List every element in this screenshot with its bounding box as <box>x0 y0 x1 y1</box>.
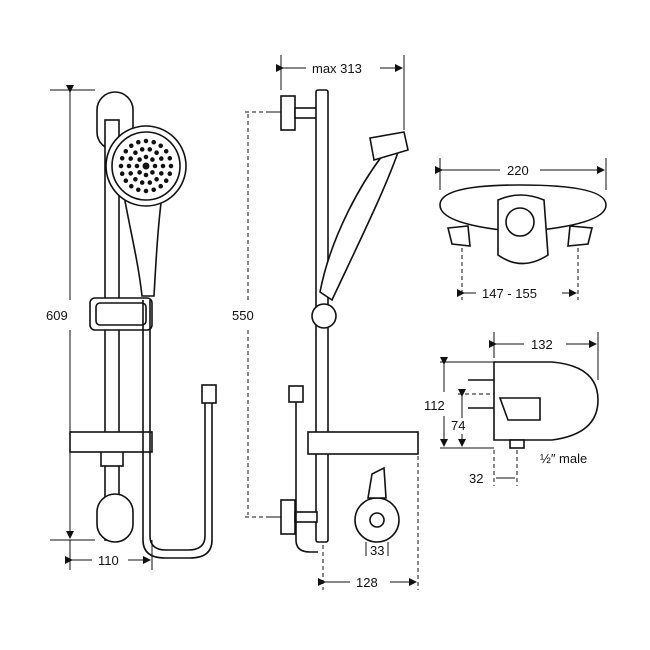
nozzle <box>119 171 125 176</box>
nozzle <box>151 139 156 145</box>
valve-inlet-right <box>567 225 594 247</box>
nozzle <box>137 170 142 175</box>
valve-inlet-left <box>446 225 471 247</box>
nozzle <box>136 139 141 145</box>
nozzle <box>152 163 158 169</box>
outlet-port <box>369 512 385 528</box>
nozzle <box>143 172 149 178</box>
dim-valve-height: 112 <box>424 357 494 449</box>
nozzle <box>129 143 134 149</box>
nozzle <box>126 163 132 169</box>
nozzle <box>139 180 145 185</box>
dim-valve-mid: 74 <box>451 389 494 447</box>
dim-valve-depth: 132 <box>489 332 599 380</box>
nozzle <box>154 177 159 182</box>
nozzle <box>154 150 159 155</box>
top-bracket-side <box>280 95 296 131</box>
valve-front-view <box>439 184 607 265</box>
nozzle <box>119 156 125 161</box>
shower-head-nozzles <box>118 138 174 194</box>
dim-74-label: 74 <box>451 418 465 433</box>
nozzle <box>159 156 164 161</box>
dim-rail-width: 110 <box>65 540 153 570</box>
nozzle <box>150 157 155 162</box>
nozzle <box>163 178 169 183</box>
nozzle <box>151 187 156 193</box>
hose-side <box>295 400 318 553</box>
hose-nut <box>201 384 217 404</box>
bottom-bracket-arm <box>294 511 318 523</box>
dim-609-label: 609 <box>46 308 68 323</box>
nozzle <box>143 188 149 194</box>
nozzle <box>143 154 149 160</box>
nozzle <box>136 187 141 193</box>
nozzle <box>158 143 163 149</box>
dim-valve-width: 220 <box>435 158 607 190</box>
dim-32-label: 32 <box>469 471 483 486</box>
slider-knob <box>311 303 337 329</box>
side-view-rail <box>268 89 419 553</box>
dim-110-label: 110 <box>98 553 119 568</box>
dim-112-label: 112 <box>424 398 445 413</box>
inlet-size-label: ½″ male <box>540 451 587 466</box>
handset-handle <box>122 189 163 297</box>
valve-side-lever <box>498 397 541 421</box>
dim-33-label: 33 <box>370 543 384 558</box>
dim-220-label: 220 <box>507 163 529 178</box>
nozzle <box>150 170 155 175</box>
dim-rail-height: 609 <box>46 85 95 541</box>
nozzle <box>139 147 145 152</box>
dim-bracket-spacing: 550 <box>232 111 268 518</box>
handset-side <box>319 139 404 302</box>
hose-nut-side <box>288 385 304 403</box>
valve-knob <box>505 207 535 237</box>
dim-147-155-label: 147 - 155 <box>482 286 537 301</box>
nozzle <box>143 138 149 144</box>
nozzle <box>147 147 153 152</box>
shower-hose <box>142 300 213 559</box>
nozzle <box>160 163 166 169</box>
dim-outlet-offset: 32 <box>469 450 518 486</box>
dim-313-label: max 313 <box>312 61 362 76</box>
nozzle <box>133 150 138 155</box>
nozzle <box>159 171 164 176</box>
bottom-wall-bracket <box>96 493 134 543</box>
nozzle <box>168 163 174 169</box>
nozzle <box>147 180 153 185</box>
dim-132-label: 132 <box>531 337 553 352</box>
shower-hose-inner <box>149 300 206 551</box>
nozzle <box>133 177 138 182</box>
dim-rail-depth: 128 <box>318 456 419 590</box>
top-bracket-arm <box>294 107 318 119</box>
soap-dish <box>69 431 153 453</box>
nozzle <box>128 171 133 176</box>
nozzle <box>137 157 142 162</box>
valve-side-view <box>468 361 599 449</box>
outlet-detail: 33 <box>354 466 400 558</box>
dim-valve-centres: 147 - 155 <box>457 248 579 301</box>
nozzle <box>128 156 133 161</box>
soap-dish-side <box>307 431 419 455</box>
front-view-rail <box>69 91 217 559</box>
dim-550-label: 550 <box>232 308 254 323</box>
nozzle <box>118 163 124 169</box>
outlet-neck <box>367 466 387 499</box>
valve-outlet <box>509 439 525 449</box>
nozzle <box>134 163 140 169</box>
nozzle <box>167 171 173 176</box>
nozzle <box>167 156 173 161</box>
nozzle <box>123 149 129 154</box>
nozzle <box>163 149 169 154</box>
nozzle <box>142 162 150 170</box>
dim-128-label: 128 <box>356 575 378 590</box>
nozzle <box>123 178 129 183</box>
head-side <box>369 131 409 162</box>
bottom-bracket-side <box>280 499 296 535</box>
slider-inner <box>95 302 147 326</box>
nozzle <box>158 183 163 189</box>
nozzle <box>129 183 134 189</box>
dim-max-projection: max 313 <box>276 55 405 130</box>
